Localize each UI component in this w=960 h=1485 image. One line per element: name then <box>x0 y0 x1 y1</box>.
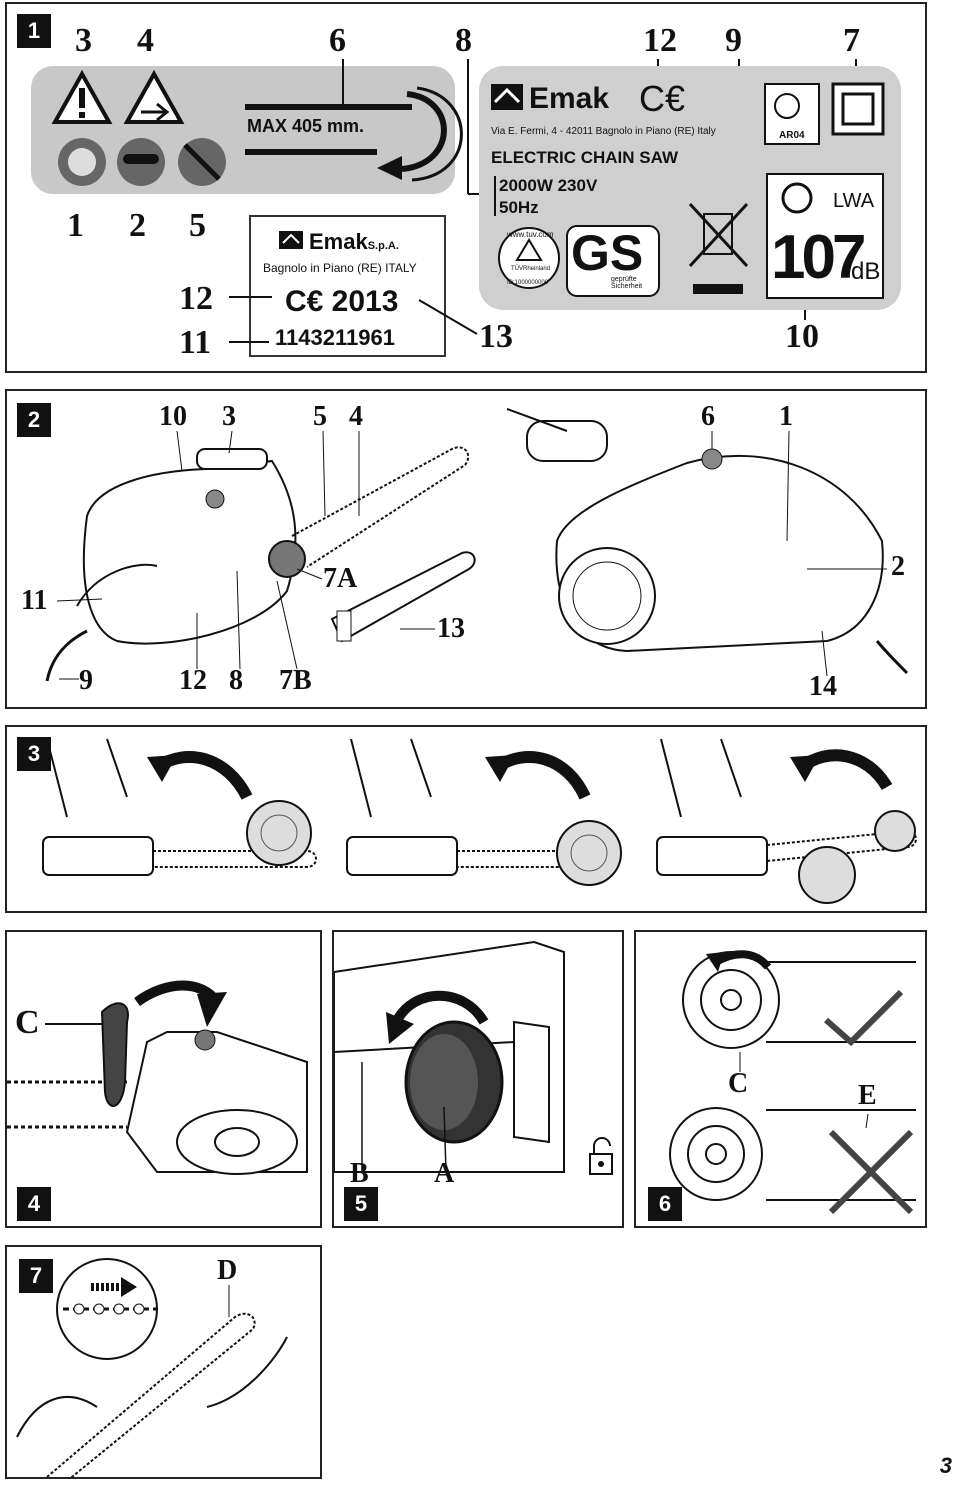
serial-label-brand: EmakS.p.A. <box>309 229 399 255</box>
callout-12-top: 12 <box>643 22 677 59</box>
figure-2-badge: 2 <box>17 403 51 437</box>
callout-6: 6 <box>701 401 715 432</box>
rating-frequency: 50Hz <box>499 198 539 217</box>
figure-6-panel: C E 6 <box>634 930 927 1228</box>
gs-mark: GS <box>571 225 644 281</box>
callout-6: 6 <box>329 22 346 59</box>
callout-14: 14 <box>809 671 837 702</box>
rating-label-art <box>491 82 885 299</box>
callout-D: D <box>217 1255 238 1286</box>
figure-7-badge: 7 <box>19 1259 53 1293</box>
callout-9: 9 <box>725 22 742 59</box>
callout-7B: 7B <box>279 665 312 696</box>
figure-3-panel: 3 <box>5 725 927 913</box>
rating-power: 2000W 230V <box>499 176 598 195</box>
figure-2-panel: 2 10 3 5 4 <box>5 389 927 709</box>
figure-3-badge: 3 <box>17 737 51 771</box>
callout-1: 1 <box>779 401 793 432</box>
callout-12: 12 <box>179 665 207 696</box>
serial-label-number: 1143211961 <box>275 325 395 350</box>
callout-C: C <box>728 1068 749 1099</box>
gs-note: geprüfte Sicherheit <box>611 276 643 290</box>
warning-symbols-art <box>51 59 463 186</box>
brand-name: Emak <box>309 229 368 254</box>
cutting-step-3 <box>656 738 917 904</box>
callout-5: 5 <box>313 401 327 432</box>
callout-9: 9 <box>79 665 93 696</box>
callout-7: 7 <box>843 22 860 59</box>
chain-brake-illustration <box>7 980 308 1175</box>
tuv-name: TÜVRheinland <box>511 266 551 272</box>
rating-product: ELECTRIC CHAIN SAW <box>491 148 678 167</box>
serial-label: EmakS.p.A. Bagnolo in Piano (RE) ITALY C… <box>249 215 446 357</box>
figure-5-panel: B A 5 <box>332 930 624 1228</box>
callout-5: 5 <box>189 207 206 244</box>
incorrect-tension <box>669 1107 916 1215</box>
callout-C: C <box>15 1004 40 1041</box>
db-unit: dB <box>851 258 881 285</box>
db-value: 107 <box>771 223 866 292</box>
tension-knob-illustration <box>334 940 613 1175</box>
page-number: 3 <box>939 1453 952 1478</box>
callout-11: 11 <box>179 324 212 361</box>
callout-10: 10 <box>785 318 819 355</box>
callout-4: 4 <box>137 22 154 59</box>
pct-code: AR04 <box>779 130 805 141</box>
tuv-id: ID:1000000000 <box>507 280 549 286</box>
figure-4-panel: C 4 <box>5 930 322 1228</box>
callout-13: 13 <box>479 318 513 355</box>
chain-tension-check-illustration <box>669 950 916 1215</box>
serial-label-address: Bagnolo in Piano (RE) ITALY <box>263 261 417 275</box>
figure-1-badge: 1 <box>17 14 51 48</box>
chainsaw-illustration <box>45 408 909 682</box>
figure-5-badge: 5 <box>344 1187 378 1221</box>
callout-11: 11 <box>21 585 48 616</box>
callout-E: E <box>858 1080 877 1111</box>
callout-13: 13 <box>437 613 465 644</box>
cutting-sequence-illustration <box>42 738 917 904</box>
cutting-step-2 <box>346 738 622 886</box>
figure-4-badge: 4 <box>17 1187 51 1221</box>
rating-brand: Emak <box>529 82 610 115</box>
emak-logo-icon <box>279 231 303 249</box>
serial-label-ce-year: C€ 2013 <box>285 285 399 318</box>
callout-2: 2 <box>129 207 146 244</box>
callout-4: 4 <box>349 401 363 432</box>
callout-3: 3 <box>222 401 236 432</box>
correct-tension <box>682 950 916 1049</box>
cutting-step-1 <box>42 738 317 876</box>
callout-B: B <box>350 1158 369 1189</box>
figure-1-panel: 1 3 4 6 8 12 9 7 MAX 405 mm. 1 2 5 EmakS… <box>5 2 927 373</box>
max-cut-length-text: MAX 405 mm. <box>247 116 365 136</box>
callout-A: A <box>434 1158 455 1189</box>
figure-7-panel: 7 D <box>5 1245 322 1479</box>
callout-10: 10 <box>159 401 187 432</box>
callout-2: 2 <box>891 551 905 582</box>
callout-8: 8 <box>455 22 472 59</box>
callout-8: 8 <box>229 665 243 696</box>
callout-1: 1 <box>67 207 84 244</box>
rating-ce: C€ <box>639 78 686 119</box>
figure-6-badge: 6 <box>648 1187 682 1221</box>
brand-suffix: S.p.A. <box>367 240 399 252</box>
lwa-label: LWA <box>833 190 875 212</box>
chain-direction-illustration <box>16 1258 288 1477</box>
rating-address: Via E. Fermi, 4 - 42011 Bagnolo in Piano… <box>491 126 716 137</box>
callout-3: 3 <box>75 22 92 59</box>
callout-12-mid: 12 <box>179 280 213 317</box>
callout-7A: 7A <box>323 563 358 594</box>
tuv-url: www.tuv.com <box>507 230 554 239</box>
